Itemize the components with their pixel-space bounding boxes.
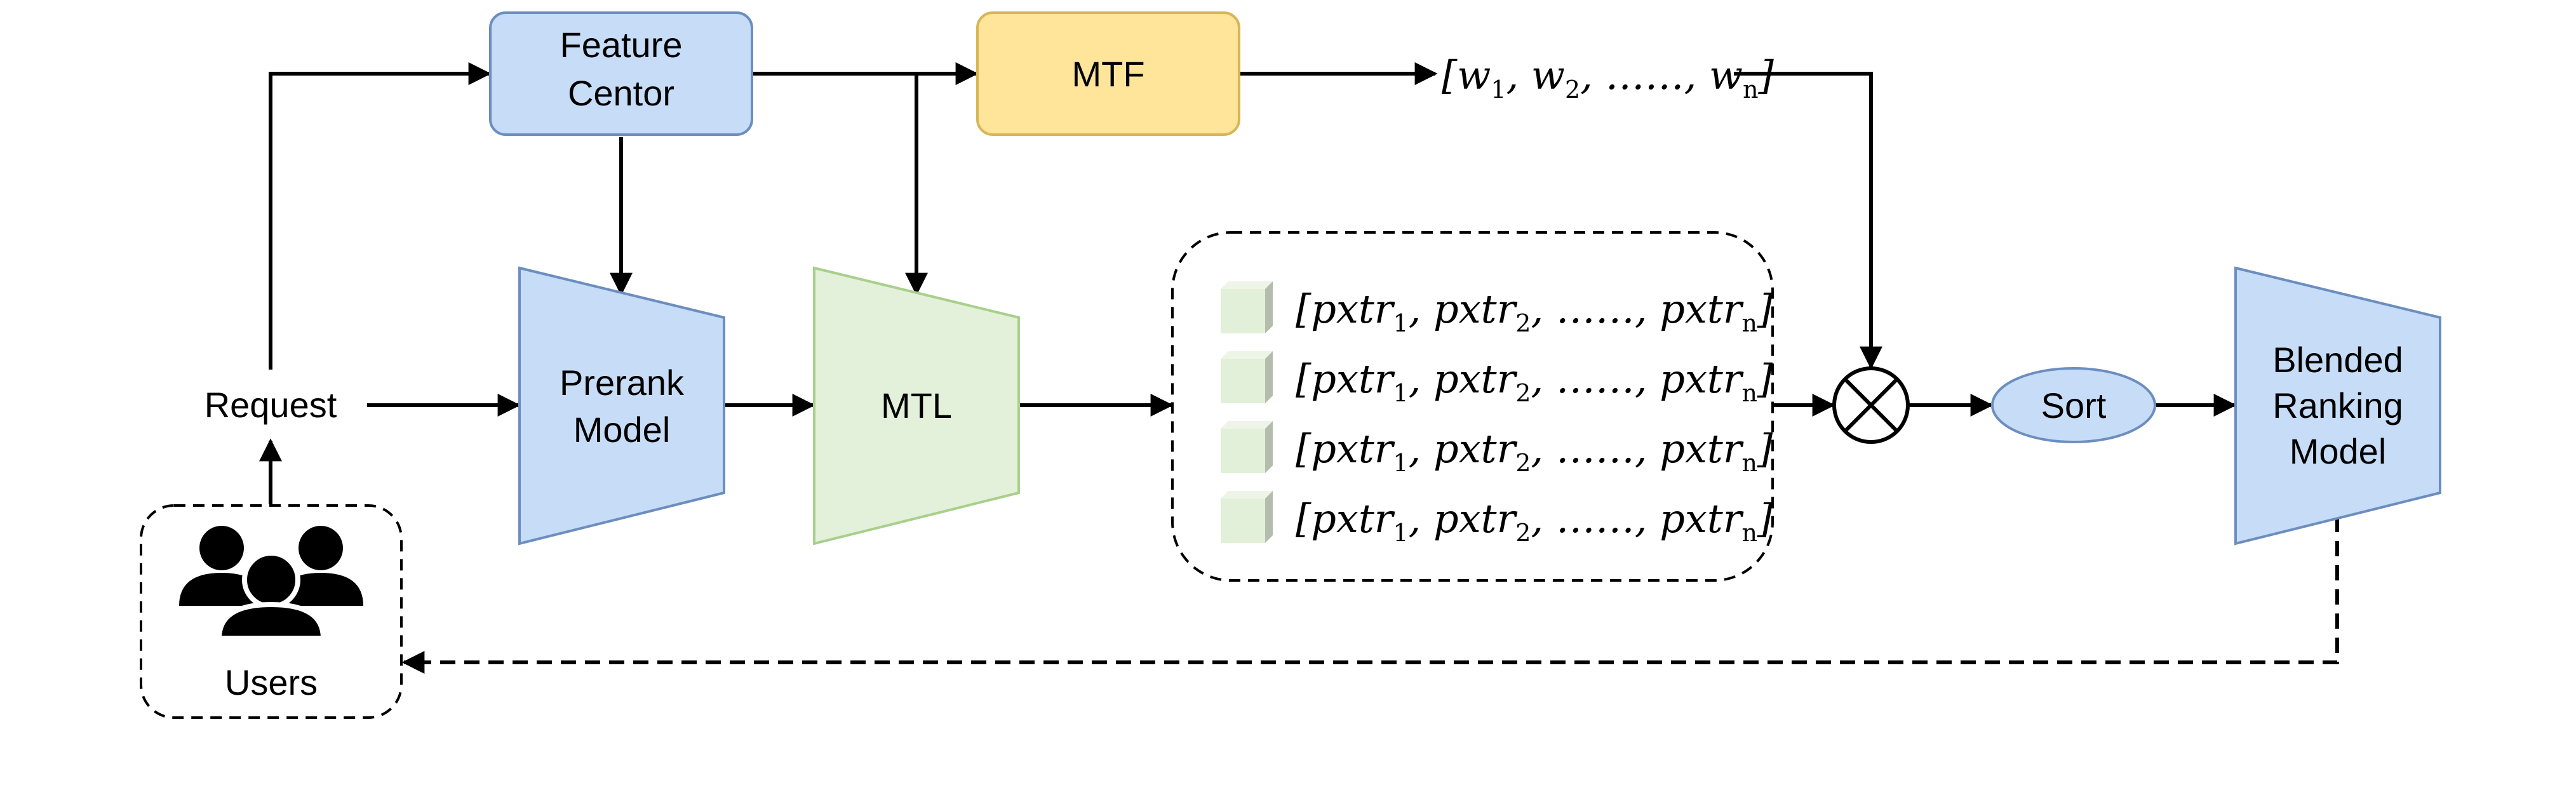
blended-ranking-model-node: Blended Ranking Model xyxy=(2234,266,2441,546)
blended-label-line3: Model xyxy=(2290,431,2387,471)
users-label: Users xyxy=(225,662,318,702)
mtf-label: MTF xyxy=(1071,54,1144,94)
pxtr-vector: [pxtr1, pxtr2, ……, pxtrn] xyxy=(1296,286,1773,337)
prerank-label-line1: Prerank xyxy=(560,363,685,403)
cube-icon xyxy=(1221,421,1273,473)
pxtr-row: [pxtr1, pxtr2, ……, pxtrn] xyxy=(1221,421,1773,477)
cube-icon xyxy=(1221,351,1273,403)
pxtr-group: [pxtr1, pxtr2, ……, pxtrn] [pxtr1, pxtr2,… xyxy=(1171,231,1774,582)
pxtr-row: [pxtr1, pxtr2, ……, pxtrn] xyxy=(1221,351,1773,407)
feature-centor-label-line2: Centor xyxy=(568,73,674,113)
pxtr-vector: [pxtr1, pxtr2, ……, pxtrn] xyxy=(1296,425,1773,477)
pxtr-vector: [pxtr1, pxtr2, ……, pxtrn] xyxy=(1296,356,1773,407)
mtl-node: MTL xyxy=(813,266,1020,546)
sort-node: Sort xyxy=(1991,367,2156,443)
feature-centor-node: Feature Centor xyxy=(489,11,753,136)
edge-weights-to-multiply xyxy=(1734,72,1882,370)
weights-vector: [w1, w2, ……, wn] xyxy=(1442,52,1774,104)
edge-request-to-feature-centor xyxy=(269,62,492,370)
users-group-icon xyxy=(179,526,363,641)
feature-centor-label-line1: Feature xyxy=(560,25,683,65)
edge-blended-feedback-to-users xyxy=(401,517,2339,674)
pxtr-row: [pxtr1, pxtr2, ……, pxtrn] xyxy=(1221,281,1773,337)
request-label: Request xyxy=(205,385,337,425)
pxtr-row: [pxtr1, pxtr2, ……, pxtrn] xyxy=(1221,491,1773,547)
cube-icon xyxy=(1221,281,1273,333)
blended-label-line1: Blended xyxy=(2272,340,2403,380)
multiply-operator-icon xyxy=(1832,366,1910,444)
prerank-label-line2: Model xyxy=(574,410,671,450)
blended-label-line2: Ranking xyxy=(2272,385,2403,425)
users-node: Users xyxy=(140,504,403,719)
mtf-node: MTF xyxy=(976,11,1240,136)
mtl-label: MTL xyxy=(881,385,952,425)
sort-label: Sort xyxy=(2041,385,2107,425)
connectors xyxy=(259,62,2339,674)
prerank-model-node: Prerank Model xyxy=(518,266,725,546)
cube-icon xyxy=(1221,491,1273,543)
pxtr-vector: [pxtr1, pxtr2, ……, pxtrn] xyxy=(1296,495,1773,547)
